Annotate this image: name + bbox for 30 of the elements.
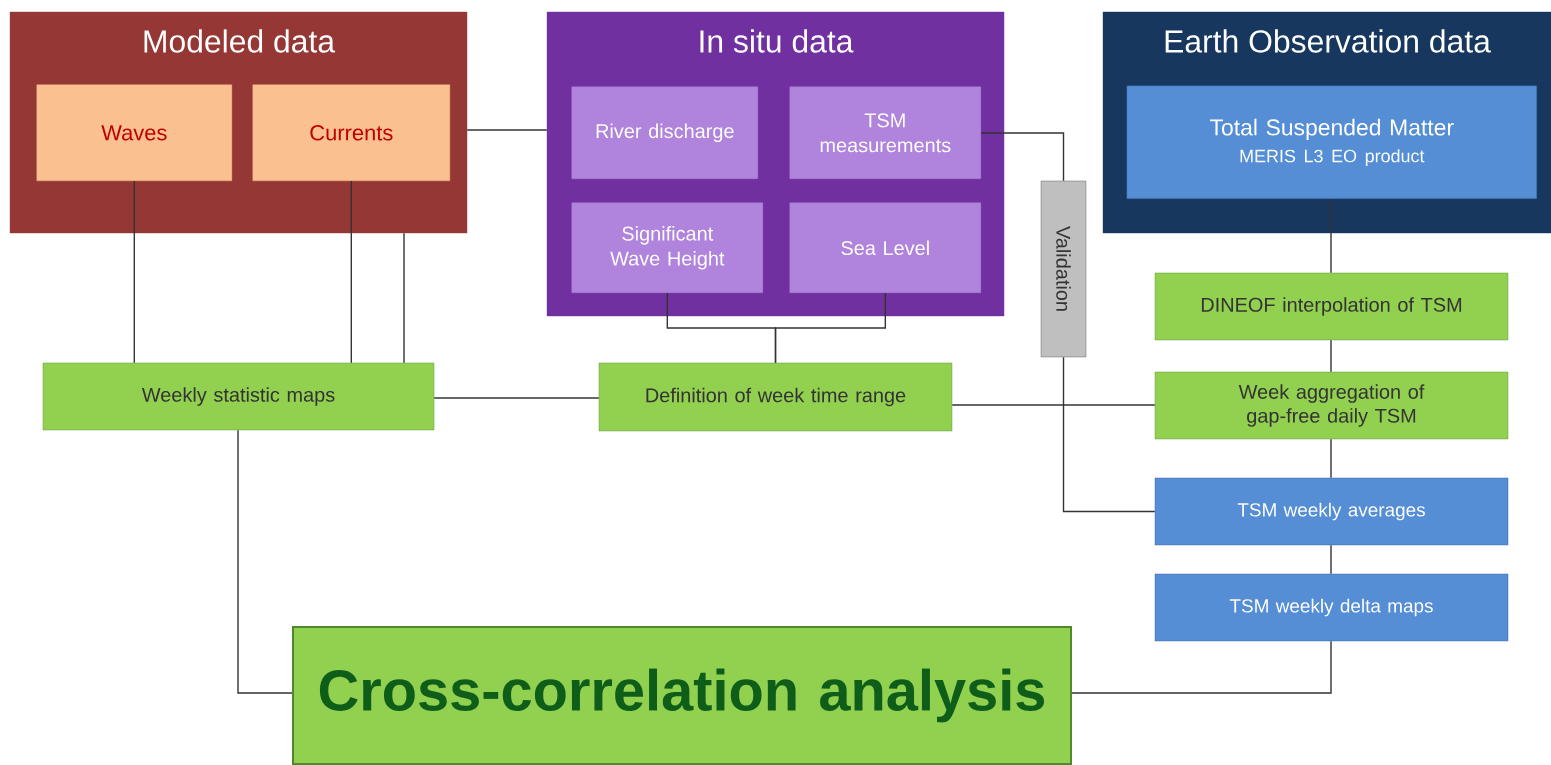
process-box: TSM weekly averages [1154,477,1509,546]
connector-line [237,429,293,694]
data-box: Sea Level [789,202,981,293]
data-box: TSM measurements [789,86,981,179]
process-box: DINEOF interpolation of TSM [1154,272,1509,341]
connector-line [1071,640,1332,694]
data-box: Currents [252,84,450,181]
connector-line [1330,438,1332,479]
process-box: Definition of week time range [598,362,953,432]
connector-line [1062,356,1156,513]
data-box: River discharge [571,86,758,179]
analysis-box: Cross-correlation analysis [292,626,1072,765]
process-box: Week aggregation of gap-free daily TSM [1154,371,1509,440]
product-box: Total Suspended Matter MERIS L3 EO product [1126,85,1537,199]
validation-bar: Validation [1040,180,1087,358]
connector-line [951,404,1156,406]
connector-line [350,180,352,364]
connector-line [403,232,405,364]
connector-line [1330,339,1332,373]
connector-line [433,397,600,399]
connector-line [980,132,1065,182]
connector-line [1330,198,1332,274]
data-box: Waves [36,84,232,181]
data-box: Significant Wave Height [571,202,763,293]
connector-line [466,129,548,131]
connector-line [1330,544,1332,575]
connector-line [774,292,886,364]
process-box: TSM weekly delta maps [1154,573,1509,642]
connector-line [133,180,135,364]
process-box: Weekly statistic maps [42,362,435,431]
